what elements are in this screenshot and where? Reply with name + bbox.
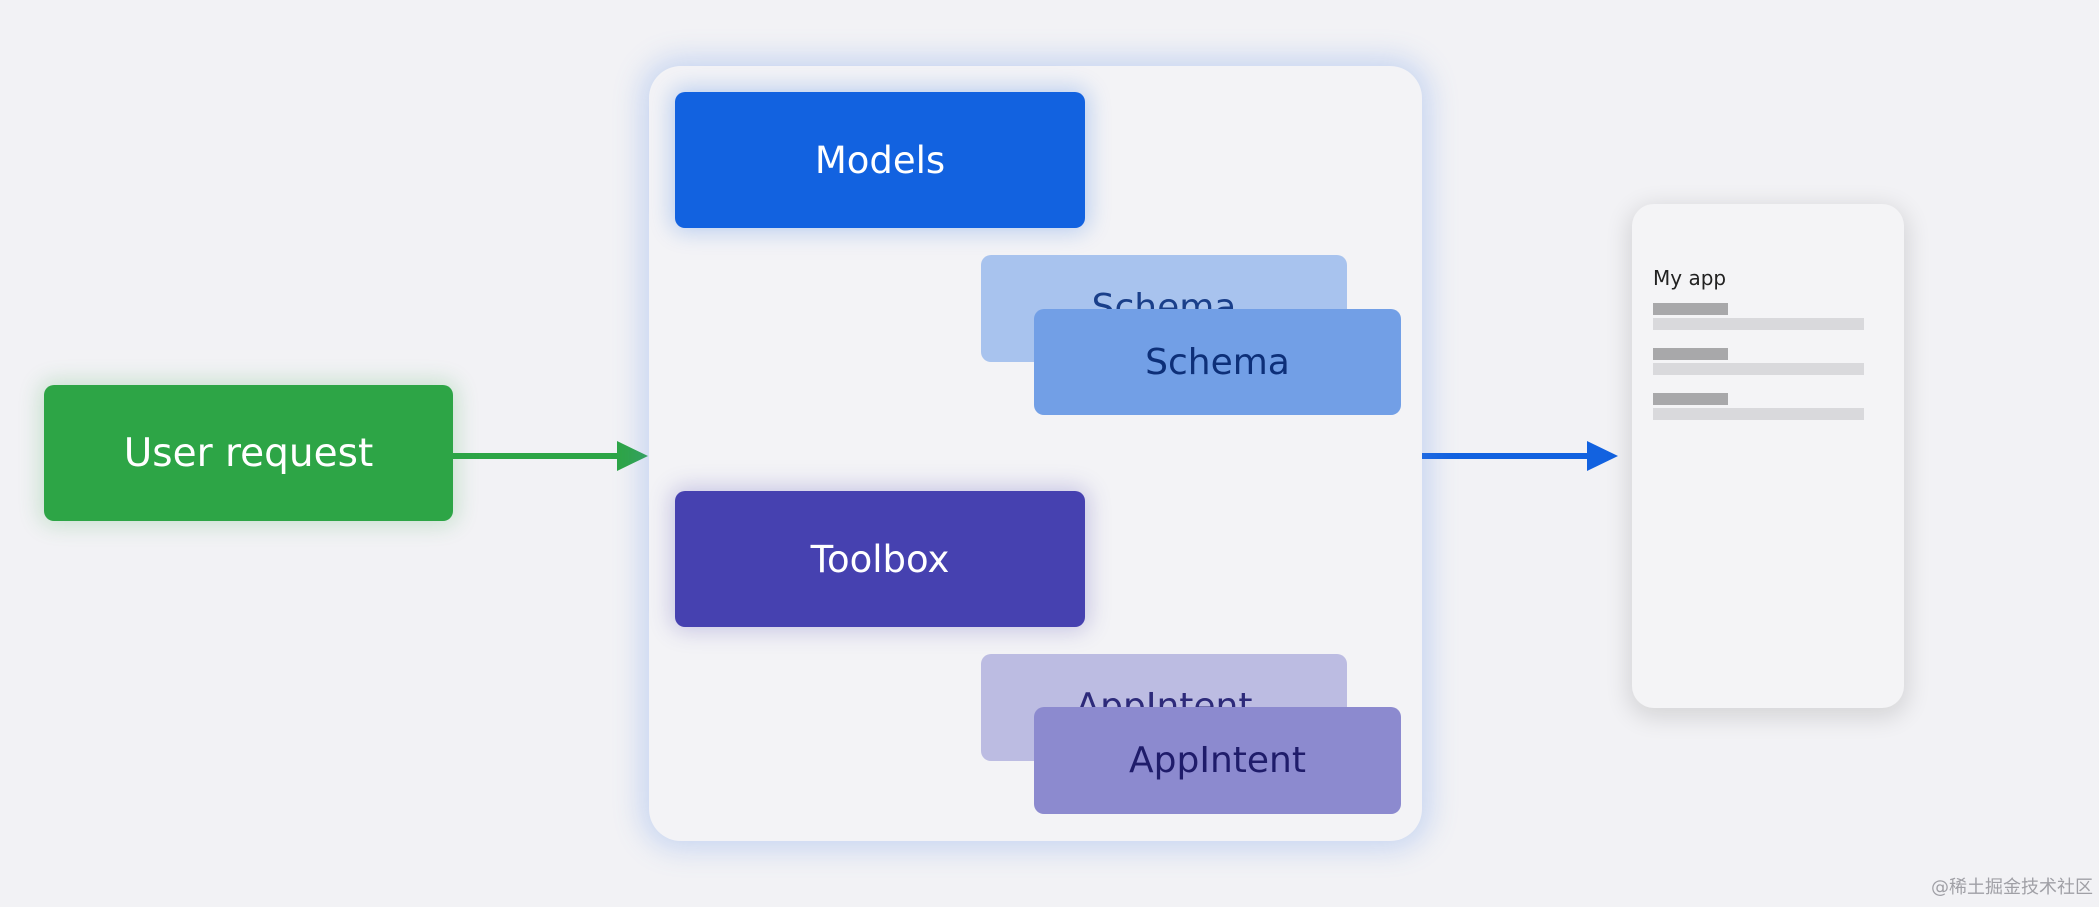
arrow-user-to-system-head [617,441,648,471]
phone-mockup [1632,204,1904,708]
user-request-node: User request [44,385,453,521]
schema-front-label: Schema [1145,341,1290,383]
models-node: Models [675,92,1085,228]
list-row-1-title-placeholder [1653,303,1728,315]
toolbox-label: Toolbox [810,537,950,581]
phone-app-title: My app [1653,266,1727,290]
watermark: @稀土掘金技术社区 [1931,877,2093,898]
appintent-front-label: AppIntent [1129,740,1306,781]
list-row-2-detail-placeholder [1653,363,1864,375]
arrow-system-to-app-head [1587,441,1618,471]
list-row-1-detail-placeholder [1653,318,1864,330]
schema-card-front: Schema [1034,309,1401,415]
user-request-label: User request [123,430,374,476]
appintent-card-front: AppIntent [1034,707,1401,814]
list-row-3-title-placeholder [1653,393,1728,405]
models-label: Models [814,138,946,182]
toolbox-node: Toolbox [675,491,1085,627]
list-row-3-detail-placeholder [1653,408,1864,420]
list-row-2-title-placeholder [1653,348,1728,360]
